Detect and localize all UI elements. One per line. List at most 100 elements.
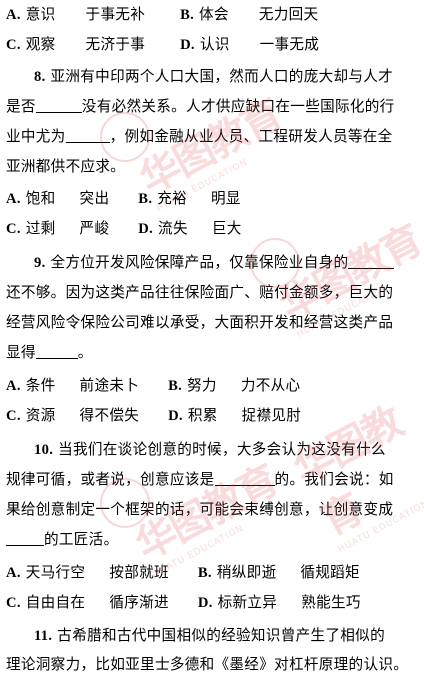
option-letter: A.: [6, 191, 21, 207]
q8-stem-line-1: 8. 亚洲有中印两个人口大国，然而人口的庞大却与人才: [34, 68, 420, 86]
question-number: 11.: [34, 628, 53, 644]
option-letter: D.: [180, 37, 195, 53]
question-number: 8.: [34, 69, 46, 85]
question-text: 。: [77, 344, 93, 361]
option-word-2: 力不从心: [240, 377, 301, 394]
q9-options-row-2: C. 资源 得不偿失 D. 积累 捉襟见肘: [6, 407, 420, 425]
option-letter: B.: [138, 191, 153, 207]
option-letter: A.: [6, 7, 21, 23]
option-word-1: 资源: [25, 407, 56, 424]
option-letter: B.: [197, 565, 212, 581]
q11-stem-line-1: 11. 古希腊和古代中国相似的经验知识曾产生了相似的: [34, 627, 420, 645]
option-word-2: 巨大: [211, 220, 242, 237]
q8-options-row-2: C. 过剩 严峻 D. 流失 巨大: [6, 220, 420, 238]
option-word-2: 前途未卜: [79, 377, 140, 394]
q8-options-row-1: A. 饱和 突出 B. 充裕 明显: [6, 190, 420, 208]
q8-stem-line-2: 是否 没有必然关系。人才供应缺口在一些国际化的行: [6, 98, 420, 116]
question-text: 显得: [6, 344, 36, 361]
q9-options-row-1: A. 条件 前途未卜 B. 努力 力不从心: [6, 377, 420, 395]
option-word-2: 循序渐进: [109, 594, 169, 611]
option-word-1: 条件: [25, 377, 56, 394]
option-word-2: 得不偿失: [79, 407, 140, 424]
option-letter: D.: [197, 595, 213, 611]
question-text: 亚洲都供不应求。: [6, 158, 126, 175]
q10-stem-line-3: 果给创意制定一个框架的话，可能会束缚创意，让创意变成: [6, 501, 420, 519]
q9-stem-line-4: 显得 。: [6, 344, 420, 362]
q9-stem-line-2: 还不够。因为这类产品往往保险面广、赔付金额多，巨大的: [6, 284, 420, 302]
option-word-1: 积累: [187, 407, 218, 424]
option-word-2: 一事无成: [259, 36, 320, 53]
question-text: 是否: [6, 98, 36, 115]
option-word-2: 明显: [211, 190, 241, 207]
option-word-2: 突出: [79, 190, 110, 207]
q7-options-row-1: A. 意识 于事无补 B. 体会 无力回天: [6, 6, 420, 24]
option-letter: D.: [138, 221, 154, 237]
question-text: ，例如金融从业人员、工程研发人员等在全: [109, 128, 393, 145]
question-text: 经营风险令保险公司难以承受，大面积开发和经营这类产品: [6, 314, 394, 331]
option-word-1: 认识: [199, 36, 230, 53]
option-word-2: 按部就班: [109, 564, 169, 581]
question-text: 规律可循，或者说，创意应该是: [6, 471, 215, 488]
q9-stem-line-3: 经营风险令保险公司难以承受，大面积开发和经营这类产品: [6, 314, 420, 332]
q8-stem-line-3: 业中尤为 ，例如金融从业人员、工程研发人员等在全: [6, 128, 420, 146]
question-text: 业中尤为: [6, 128, 66, 145]
option-word-2: 无济于事: [85, 36, 146, 53]
option-word-2: 于事无补: [85, 6, 146, 23]
question-text: 没有必然关系。人才供应缺口在一些国际化的行: [81, 98, 395, 115]
q11-stem-line-2: 理论洞察力，比如亚里士多德和《墨经》对杠杆原理的认识。: [6, 656, 420, 674]
answer-blank: [65, 128, 110, 143]
option-letter: C.: [6, 408, 21, 424]
option-word-1: 饱和: [25, 190, 56, 207]
question-text: 还不够。因为这类产品往往保险面广、赔付金额多，巨大的: [6, 284, 394, 301]
answer-blank: [348, 254, 395, 269]
option-letter: D.: [168, 408, 183, 424]
question-text: 当我们在谈论创意的时候，大多会认为这没有什么: [58, 441, 386, 458]
option-word-1: 体会: [199, 6, 229, 23]
q7-options-row-2: C. 观察 无济于事 D. 认识 一事无成: [6, 36, 420, 54]
option-word-1: 流失: [158, 220, 188, 237]
question-text: 全方位开发风险保障产品，仅靠保险业自身的: [50, 254, 349, 271]
option-letter: B.: [180, 7, 195, 23]
option-word-1: 观察: [25, 36, 56, 53]
answer-blank: [214, 471, 275, 486]
question-text: 的。我们会说：如: [274, 471, 394, 488]
q10-stem-line-4: 的工匠活。: [6, 531, 420, 549]
q10-stem-line-1: 10. 当我们在谈论创意的时候，大多会认为这没有什么: [34, 441, 420, 459]
question-text: 亚洲有中印两个人口大国，然而人口的庞大却与人才: [50, 68, 394, 85]
q10-stem-line-2: 规律可循，或者说，创意应该是 的。我们会说：如: [6, 471, 420, 489]
option-word-1: 意识: [25, 6, 56, 23]
option-word-2: 熟能生巧: [301, 594, 361, 611]
question-text: 理论洞察力，比如亚里士多德和《墨经》对杠杆原理的认识。: [6, 656, 409, 673]
option-letter: C.: [6, 595, 21, 611]
question-number: 10.: [34, 442, 54, 458]
q8-stem-line-4: 亚洲都供不应求。: [6, 158, 420, 176]
option-letter: A.: [6, 565, 21, 581]
option-word-1: 自由自在: [25, 594, 86, 611]
option-word-1: 标新立异: [217, 594, 278, 611]
option-word-2: 捉襟见肘: [241, 407, 302, 424]
answer-blank: [6, 531, 44, 546]
option-word-1: 过剩: [25, 220, 56, 237]
q10-options-row-1: A. 天马行空 按部就班 B. 稍纵即逝 循规蹈矩: [6, 564, 420, 582]
option-letter: B.: [168, 378, 183, 394]
option-word-1: 充裕: [157, 190, 188, 207]
option-word-1: 稍纵即逝: [216, 564, 277, 581]
q10-options-row-2: C. 自由自在 循序渐进 D. 标新立异 熟能生巧: [6, 594, 420, 612]
option-word-1: 天马行空: [25, 564, 86, 581]
option-word-2: 循规蹈矩: [300, 564, 360, 581]
option-letter: C.: [6, 221, 21, 237]
question-text: 果给创意制定一个框架的话，可能会束缚创意，让创意变成: [6, 501, 394, 518]
question-text: 的工匠活。: [44, 531, 119, 548]
option-word-2: 严峻: [79, 220, 110, 237]
question-text: 古希腊和古代中国相似的经验知识曾产生了相似的: [57, 627, 385, 644]
q9-stem-line-1: 9. 全方位开发风险保障产品，仅靠保险业自身的: [34, 254, 420, 272]
question-number: 9.: [34, 255, 46, 271]
answer-blank: [35, 344, 78, 359]
option-letter: C.: [6, 37, 21, 53]
option-word-2: 无力回天: [258, 6, 319, 23]
option-letter: A.: [6, 378, 21, 394]
answer-blank: [35, 98, 82, 113]
option-word-1: 努力: [187, 377, 217, 394]
